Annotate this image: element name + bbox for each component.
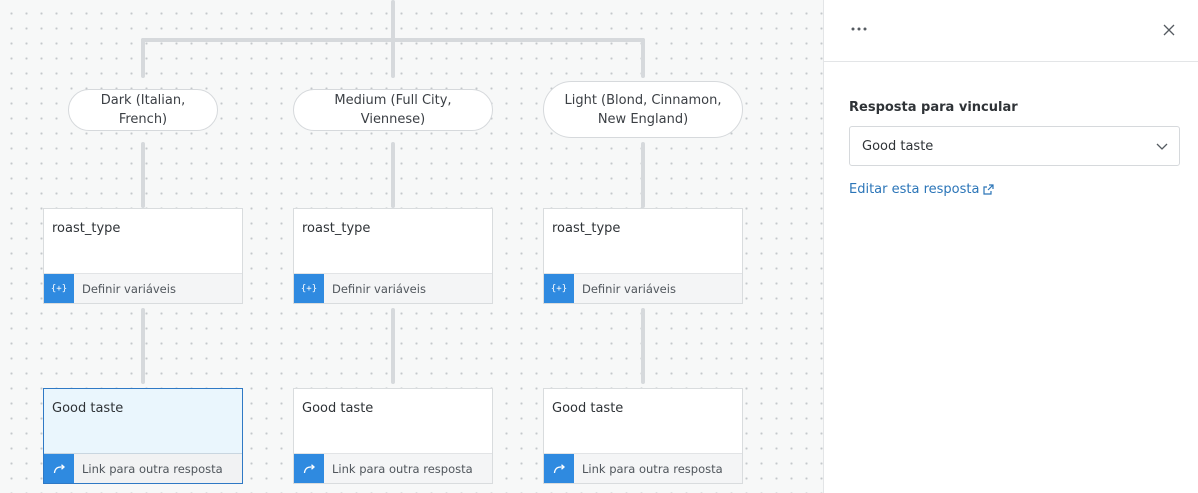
node-footer: {+} Definir variáveis	[544, 273, 742, 303]
branch-label: Light (Blond, Cinnamon, New England)	[564, 92, 722, 127]
set-variables-icon: {+}	[544, 274, 574, 303]
branch-medium[interactable]: Medium (Full City, Viennese)	[293, 89, 493, 131]
link-arrow-icon	[544, 454, 574, 483]
external-link-icon	[983, 184, 995, 195]
branch-label: Dark (Italian, French)	[100, 93, 186, 127]
variable-node-1[interactable]: roast_type {+} Definir variáveis	[43, 208, 243, 304]
connector-drop-3	[641, 38, 645, 78]
close-panel-button[interactable]	[1159, 20, 1179, 40]
connector-branch-3	[641, 142, 645, 208]
node-footer: {+} Definir variáveis	[44, 273, 242, 303]
connector-node-3	[641, 308, 645, 384]
response-select[interactable]: Good taste	[849, 126, 1180, 166]
node-type-label: Link para outra resposta	[82, 461, 223, 476]
connector-drop-1	[141, 38, 145, 78]
node-type-label: Link para outra resposta	[582, 461, 723, 476]
edit-response-link[interactable]: Editar esta resposta	[849, 182, 995, 197]
node-title: Good taste	[52, 401, 124, 416]
connector-branch-2	[391, 142, 395, 208]
variable-node-3[interactable]: roast_type {+} Definir variáveis	[543, 208, 743, 304]
properties-panel: Resposta para vincular Good taste Editar…	[823, 0, 1198, 493]
branch-dark[interactable]: Dark (Italian, French)	[68, 89, 218, 131]
set-variables-icon: {+}	[44, 274, 74, 303]
node-title: Good taste	[302, 401, 374, 416]
node-type-label: Definir variáveis	[82, 281, 176, 296]
link-node-3[interactable]: Good taste Link para outra resposta	[543, 388, 743, 484]
node-type-label: Definir variáveis	[332, 281, 426, 296]
flow-canvas[interactable]: Dark (Italian, French) Medium (Full City…	[0, 0, 823, 493]
select-value: Good taste	[862, 138, 934, 154]
more-horizontal-icon	[851, 27, 867, 31]
edit-link-label: Editar esta resposta	[849, 182, 980, 197]
connector-node-2	[391, 308, 395, 384]
link-node-1[interactable]: Good taste Link para outra resposta	[43, 388, 243, 484]
set-variables-icon: {+}	[294, 274, 324, 303]
node-footer: {+} Definir variáveis	[294, 273, 492, 303]
node-type-label: Definir variáveis	[582, 281, 676, 296]
link-arrow-icon	[294, 454, 324, 483]
link-node-2[interactable]: Good taste Link para outra resposta	[293, 388, 493, 484]
node-footer: Link para outra resposta	[44, 453, 242, 483]
link-arrow-icon	[44, 454, 74, 483]
node-title: roast_type	[302, 221, 371, 236]
node-title: roast_type	[52, 221, 121, 236]
node-footer: Link para outra resposta	[544, 453, 742, 483]
connector-trunk	[391, 0, 395, 42]
node-title: Good taste	[552, 401, 624, 416]
connector-drop-2	[391, 38, 395, 78]
field-label: Resposta para vincular	[849, 100, 1018, 115]
chevron-down-icon	[1156, 143, 1168, 150]
node-type-label: Link para outra resposta	[332, 461, 473, 476]
branch-light[interactable]: Light (Blond, Cinnamon, New England)	[543, 81, 743, 138]
close-icon	[1163, 24, 1175, 36]
node-footer: Link para outra resposta	[294, 453, 492, 483]
connector-branch-1	[141, 142, 145, 208]
connector-node-1	[141, 308, 145, 384]
branch-label: Medium (Full City, Viennese)	[334, 93, 452, 127]
node-title: roast_type	[552, 221, 621, 236]
more-options-button[interactable]	[849, 19, 869, 39]
panel-header	[824, 0, 1198, 62]
variable-node-2[interactable]: roast_type {+} Definir variáveis	[293, 208, 493, 304]
